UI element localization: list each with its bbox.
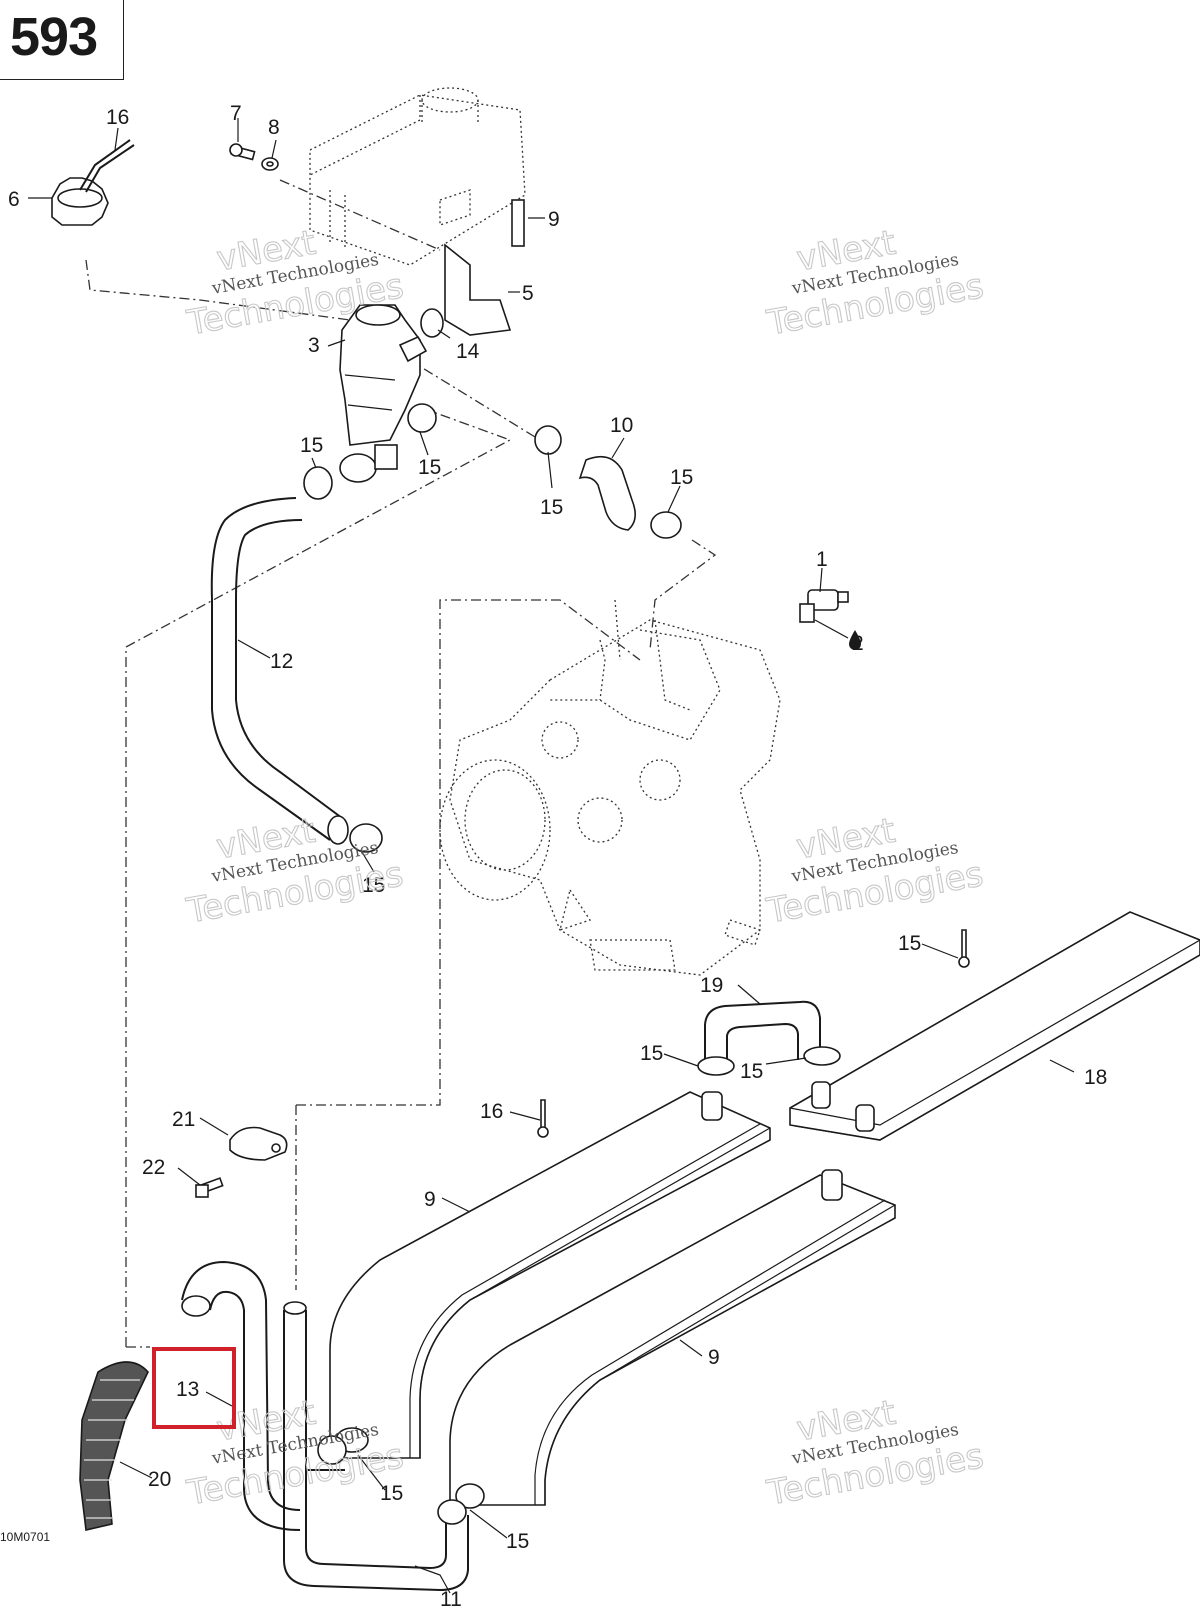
label-12: 12 — [270, 650, 293, 673]
hose-12 — [210, 497, 383, 853]
reservoir-tank — [309, 87, 526, 266]
watermarks: vNext vNext Technologies Technologies vN… — [183, 222, 987, 1514]
coolant-tank — [339, 304, 428, 446]
label-9: 9 — [424, 1188, 436, 1211]
temperature-sensor — [799, 589, 849, 623]
hose-13 — [181, 1260, 301, 1531]
page-number-box: 593 — [0, 0, 124, 80]
label-15: 15 — [362, 874, 385, 897]
clip-21 — [229, 1126, 288, 1161]
label-8: 9 — [548, 208, 560, 231]
label-10: 10 — [610, 414, 633, 437]
drop-icon — [849, 630, 861, 650]
label-9: 9 — [708, 1346, 720, 1369]
label-15: 15 — [506, 1530, 529, 1553]
fill-cap — [51, 139, 135, 226]
label-16: 15 — [898, 932, 921, 955]
label-15: 15 — [380, 1482, 403, 1505]
grommet-14 — [420, 308, 444, 338]
label-16: 16 — [480, 1100, 503, 1123]
label-14: 14 — [456, 340, 480, 363]
label-19: 19 — [700, 974, 723, 997]
label-3: 3 — [308, 334, 320, 357]
label-6: 7 — [230, 102, 242, 125]
label-15: 15 — [740, 1060, 763, 1083]
label-15: 15 — [540, 496, 563, 519]
label-18: 18 — [1084, 1066, 1107, 1089]
bracket-5 — [444, 243, 512, 336]
leader-lines — [28, 118, 1075, 1594]
label-17: 16 — [106, 106, 129, 129]
screw-22 — [195, 1177, 224, 1198]
label-15: 15 — [670, 466, 693, 489]
hose-19 — [697, 1000, 841, 1076]
routing-lines — [85, 179, 717, 1348]
label-20: 20 — [148, 1468, 171, 1491]
hose-10 — [534, 425, 682, 539]
label-21: 21 — [172, 1108, 195, 1131]
label-15: 15 — [300, 434, 323, 457]
label-1: 1 — [816, 548, 828, 571]
highlight-box-part-13[interactable] — [152, 1347, 236, 1429]
strap-8 — [511, 199, 525, 247]
washer-7 — [261, 157, 279, 171]
label-15: 15 — [418, 456, 441, 479]
heat-exchanger-18 — [789, 911, 1200, 1141]
page-number: 593 — [10, 7, 98, 67]
label-13: 13 — [176, 1378, 199, 1401]
label-11: 11 — [440, 1588, 462, 1608]
label-7: 8 — [268, 116, 280, 139]
part-labels: 16 6 7 8 9 5 3 14 10 15 15 15 15 1 2 12 … — [8, 102, 1107, 1608]
drawing-code: 10M0701 — [0, 1530, 51, 1544]
label-4: 6 — [8, 188, 20, 211]
heat-exchanger-9-lower — [449, 1169, 896, 1506]
label-5: 5 — [522, 282, 534, 305]
hose-11 — [283, 1301, 485, 1592]
engine — [439, 599, 781, 976]
clamp-group-upper — [303, 403, 437, 500]
rivets-16 — [537, 929, 970, 1138]
corrugated-hose-20 — [79, 1361, 149, 1531]
label-22: 22 — [142, 1156, 165, 1179]
label-15: 15 — [640, 1042, 663, 1065]
screw-6 — [229, 143, 256, 161]
heat-exchanger-9-upper — [329, 1091, 771, 1459]
